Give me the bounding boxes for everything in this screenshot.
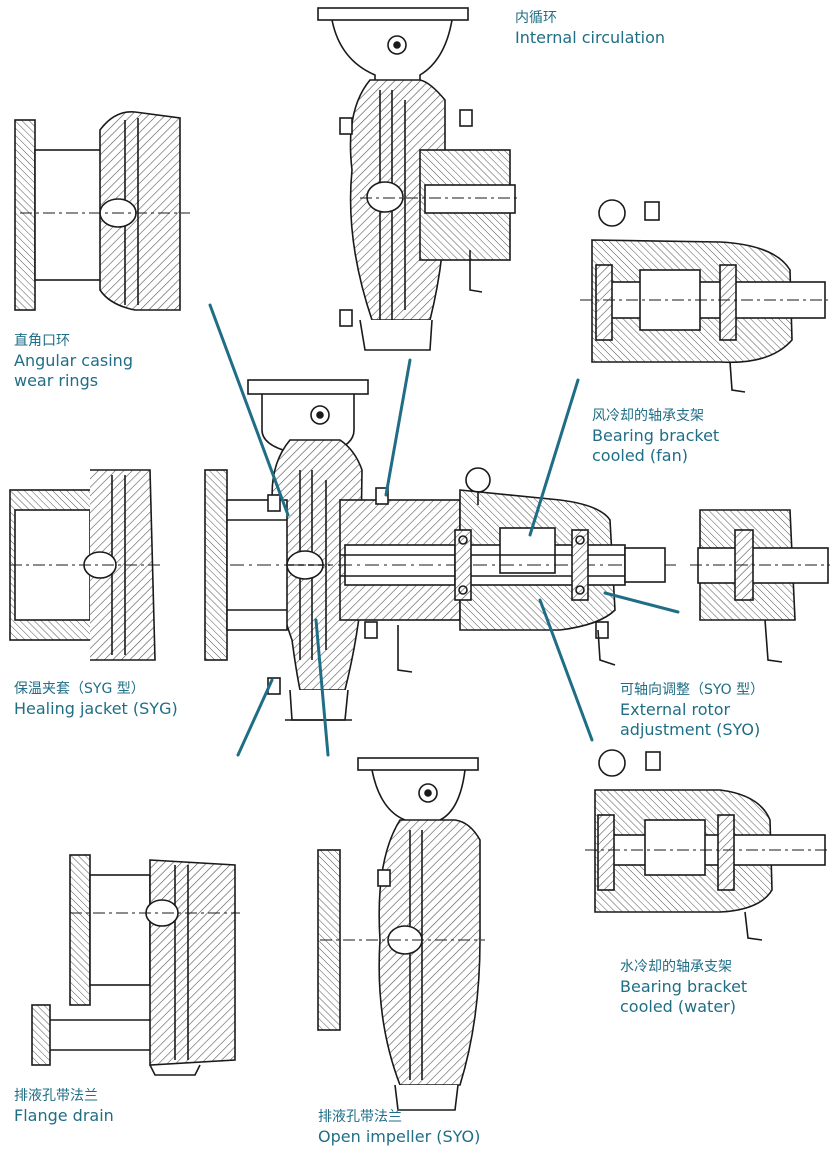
leader-internal-circulation bbox=[384, 358, 412, 497]
label-flange-drain-zh: 排液孔带法兰 bbox=[14, 1088, 98, 1104]
leader-flange-drain bbox=[314, 618, 330, 757]
leader-external-rotor bbox=[603, 591, 680, 614]
label-angular-casing-zh: 直角口环 bbox=[14, 333, 70, 349]
label-flange-drain-en: Flange drain bbox=[14, 1106, 114, 1125]
label-external-rotor-zh: 可轴向调整（SYO 型） bbox=[620, 682, 765, 698]
bearing-water-drawing bbox=[585, 749, 828, 941]
label-angular-casing-en-2: wear rings bbox=[14, 371, 99, 390]
main-pump-drawing bbox=[204, 379, 680, 721]
label-bearing-water: 水冷却的轴承支架 Bearing bracket cooled (water) bbox=[620, 958, 747, 1017]
label-angular-casing-en-1: Angular casing bbox=[14, 351, 133, 370]
leader-heating-jacket bbox=[236, 678, 274, 757]
label-open-impeller: 排液孔带法兰 Open impeller (SYO) bbox=[318, 1108, 480, 1147]
label-bearing-fan: 风冷却的轴承支架 Bearing bracket cooled (fan) bbox=[592, 407, 719, 466]
leader-lines bbox=[208, 303, 680, 757]
internal-circulation-drawing bbox=[317, 7, 520, 351]
label-internal-circulation: 内循环 Internal circulation bbox=[515, 9, 665, 48]
label-flange-drain: 排液孔带法兰 Flange drain bbox=[14, 1087, 114, 1126]
label-external-rotor: 可轴向调整（SYO 型） External rotor adjustment (… bbox=[620, 681, 764, 740]
label-heating-jacket: 保温夹套（SYG 型） Healing jacket (SYG) bbox=[14, 680, 178, 719]
label-bearing-fan-en-1: Bearing bracket bbox=[592, 426, 720, 445]
bearing-fan-drawing bbox=[580, 199, 828, 393]
label-open-impeller-zh: 排液孔带法兰 bbox=[318, 1109, 402, 1125]
flange-drain-drawing bbox=[31, 854, 240, 1076]
label-heating-jacket-zh: 保温夹套（SYG 型） bbox=[14, 681, 145, 697]
label-bearing-water-zh: 水冷却的轴承支架 bbox=[620, 959, 732, 975]
external-rotor-drawing bbox=[690, 509, 830, 663]
leader-angular-casing bbox=[208, 303, 290, 517]
label-heating-jacket-en: Healing jacket (SYG) bbox=[14, 699, 178, 718]
label-open-impeller-en: Open impeller (SYO) bbox=[318, 1127, 481, 1146]
open-impeller-drawing bbox=[317, 757, 485, 1111]
angular-casing-drawing bbox=[14, 111, 190, 311]
label-angular-casing: 直角口环 Angular casing wear rings bbox=[14, 332, 133, 391]
label-external-rotor-en-2: adjustment (SYO) bbox=[620, 720, 761, 739]
label-internal-circulation-en: Internal circulation bbox=[515, 28, 666, 47]
leader-bearing-water bbox=[538, 598, 594, 742]
label-bearing-fan-zh: 风冷却的轴承支架 bbox=[592, 408, 704, 424]
label-bearing-fan-en-2: cooled (fan) bbox=[592, 446, 688, 465]
label-bearing-water-en-2: cooled (water) bbox=[620, 997, 736, 1016]
label-bearing-water-en-1: Bearing bracket bbox=[620, 977, 748, 996]
leader-bearing-fan bbox=[528, 378, 580, 537]
label-external-rotor-en-1: External rotor bbox=[620, 700, 731, 719]
label-internal-circulation-zh: 内循环 bbox=[515, 10, 557, 26]
heating-jacket-drawing bbox=[9, 469, 160, 661]
